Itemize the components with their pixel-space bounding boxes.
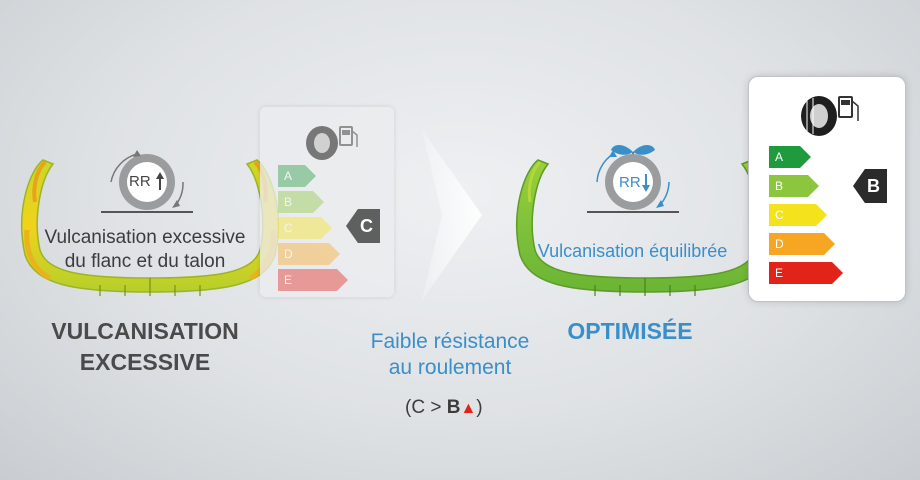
left-rr-label: RR [129, 173, 151, 190]
right-grade-b: B [769, 175, 819, 197]
middle-caption-line2: au roulement [388, 356, 512, 379]
tire-fuel-icon [306, 126, 358, 160]
left-grade-result-badge: C [346, 209, 380, 243]
left-heading-line2: EXCESSIVE [79, 349, 211, 375]
rolling-resistance-up-icon [101, 150, 193, 213]
left-heading: VULCANISATION EXCESSIVE [20, 316, 270, 378]
right-grade-result-badge: B [853, 169, 887, 203]
left-heading-line1: VULCANISATION [51, 318, 239, 344]
right-grade-d: D [769, 233, 835, 255]
middle-caption-line1: Faible résistance [370, 330, 530, 353]
leaf-icon [611, 145, 633, 155]
right-grade-c: C [769, 204, 827, 226]
chevron-right-arrow-icon [422, 130, 482, 300]
improvement-triangle-icon: ▲ [460, 400, 477, 417]
middle-caption: Faible résistance au roulement [340, 329, 560, 381]
comparison-open: (C > [405, 397, 447, 418]
comparison-grade-b: B [446, 397, 461, 418]
left-grade-d: D [278, 243, 340, 265]
left-tire-caption-line2: du flanc et du talon [64, 251, 226, 272]
rolling-resistance-down-icon [587, 145, 679, 213]
left-grade-b: B [278, 191, 324, 213]
right-grade-a: A [769, 146, 811, 168]
tire-fuel-icon [801, 96, 859, 136]
left-tire-caption-line1: Vulcanisation excessive [44, 227, 246, 248]
left-grade-e: E [278, 269, 348, 291]
comparison-close: ) [476, 397, 483, 418]
left-grade-a: A [278, 165, 316, 187]
right-rr-label: RR [619, 174, 641, 191]
left-tire-caption: Vulcanisation excessive du flanc et du t… [25, 226, 265, 274]
right-tire-label-panel: A B C D E B [748, 76, 906, 302]
right-heading: OPTIMISÉE [567, 318, 693, 344]
right-grade-e: E [769, 262, 843, 284]
grade-comparison: (C > B▲) [405, 397, 483, 419]
left-tire-label-panel: A B C D E C [260, 107, 394, 297]
right-tire-caption: Vulcanisation équilibrée [537, 241, 728, 261]
left-grade-c: C [278, 217, 332, 239]
